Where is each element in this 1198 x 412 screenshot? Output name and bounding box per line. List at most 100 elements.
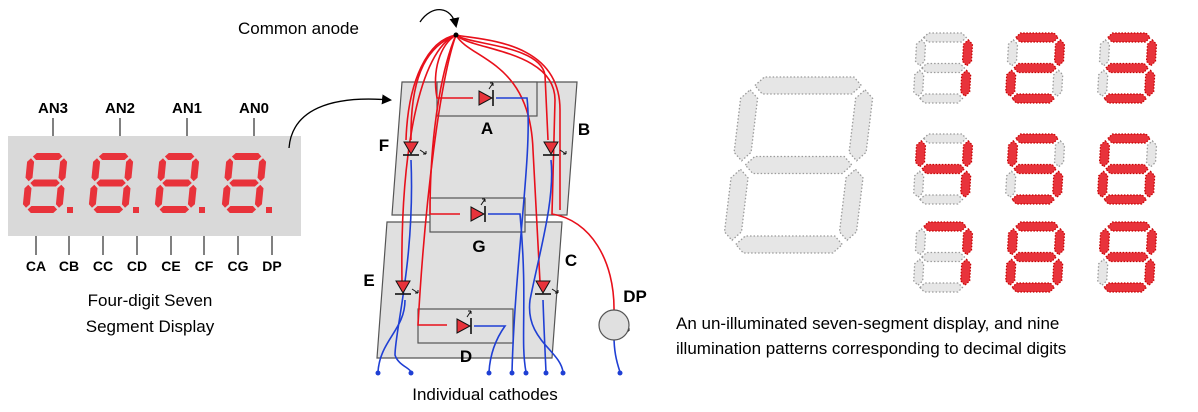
digit-segment-c xyxy=(55,184,65,208)
pattern-segment-a xyxy=(922,133,968,144)
pattern-segment-a xyxy=(1014,221,1060,232)
anode-label-an3: AN3 xyxy=(38,100,68,117)
digit-segment-f xyxy=(157,158,167,182)
pattern-segment-a xyxy=(1106,133,1152,144)
unlit-segment-c xyxy=(838,168,864,242)
pattern-segment-e xyxy=(1097,69,1109,98)
digit-pattern-9 xyxy=(1097,221,1158,293)
segment-label-d: D xyxy=(460,347,472,366)
pattern-segment-c xyxy=(960,258,972,287)
pattern-segment-d xyxy=(919,93,964,104)
digit-segment-f xyxy=(25,158,35,182)
dp-led-circle xyxy=(598,309,630,341)
pattern-segment-e xyxy=(1005,258,1017,287)
pattern-segment-a xyxy=(1014,133,1060,144)
digit-segment-e xyxy=(154,184,164,208)
pattern-segment-c xyxy=(960,170,972,199)
digit-segment-e xyxy=(221,184,231,208)
segment-label-a: A xyxy=(481,119,493,138)
pattern-segment-g xyxy=(1104,251,1150,263)
cathode-label-cf: CF xyxy=(195,258,214,274)
cathodes-label: Individual cathodes xyxy=(412,385,558,404)
digit-segment-c xyxy=(254,184,264,208)
pattern-segment-f xyxy=(1006,227,1019,256)
digit-segment-e xyxy=(22,184,32,208)
cathode-label-cd: CD xyxy=(127,258,147,274)
decimal-point xyxy=(266,207,272,213)
pattern-segment-a xyxy=(1106,32,1152,43)
pattern-segment-c xyxy=(1144,170,1156,199)
cathode-label-cc: CC xyxy=(93,258,113,274)
patterns-caption-line1: An un-illuminated seven-segment display,… xyxy=(676,314,1059,333)
cathode-terminal-7 xyxy=(560,370,566,376)
anode-label-an2: AN2 xyxy=(105,100,135,117)
cathode-label-dp: DP xyxy=(262,258,281,274)
pattern-segment-b xyxy=(961,38,974,67)
pattern-segment-e xyxy=(1097,258,1109,287)
unlit-display xyxy=(723,76,874,254)
display-caption-line2: Segment Display xyxy=(86,317,215,336)
digit-segment-f xyxy=(91,158,101,182)
pattern-segment-d xyxy=(1103,282,1148,293)
cathode-wires xyxy=(377,97,621,373)
cathode-terminals xyxy=(375,32,623,376)
pattern-segment-f xyxy=(914,38,927,67)
pattern-segment-c xyxy=(1052,258,1064,287)
digit-segment-c xyxy=(187,184,197,208)
led-symbols xyxy=(395,82,630,334)
pattern-segment-b xyxy=(1053,227,1066,256)
segment-label-b: B xyxy=(578,120,590,139)
digit-pattern-2 xyxy=(1005,32,1066,104)
pattern-segment-f xyxy=(1006,139,1019,168)
pattern-segment-d xyxy=(1011,282,1056,293)
cathode-terminal-8 xyxy=(617,370,623,376)
digit-pattern-6 xyxy=(1097,133,1158,205)
pattern-segment-c xyxy=(1144,69,1156,98)
cathode-terminal-6 xyxy=(543,370,549,376)
pattern-segment-g xyxy=(920,62,966,74)
digit-pattern-grid xyxy=(913,32,1158,293)
cathode-terminal-1 xyxy=(375,370,381,376)
digit-pattern-7 xyxy=(913,221,974,293)
pattern-segment-d xyxy=(1011,93,1056,104)
pattern-segment-d xyxy=(1103,93,1148,104)
cathode-terminal-2 xyxy=(408,370,414,376)
digit-segment-b xyxy=(257,158,267,182)
segment-circuit: Common anode xyxy=(238,9,647,404)
led-d xyxy=(456,310,472,334)
pattern-segment-e xyxy=(913,69,925,98)
patterns-caption-line2: illumination patterns corresponding to d… xyxy=(676,339,1066,358)
pattern-segment-d xyxy=(919,282,964,293)
digit-segment-d xyxy=(159,206,190,213)
pattern-segment-b xyxy=(1053,38,1066,67)
unlit-segment-d xyxy=(734,235,844,254)
digit-pattern-8 xyxy=(1005,221,1066,293)
digit-segment-b xyxy=(124,158,134,182)
digit-segment-d xyxy=(27,206,58,213)
display-digit-1 xyxy=(22,153,73,213)
cathode-pins xyxy=(35,236,273,255)
pattern-segment-g xyxy=(1104,163,1150,175)
pattern-segment-a xyxy=(922,221,968,232)
display-digit-3 xyxy=(154,153,205,213)
digit-segment-c xyxy=(121,184,131,208)
pattern-segment-d xyxy=(1103,194,1148,205)
display-caption-line1: Four-digit Seven xyxy=(88,291,213,310)
decimal-point xyxy=(133,207,139,213)
pattern-segment-b xyxy=(961,227,974,256)
digit-pattern-5 xyxy=(1005,133,1066,205)
common-anode-arrow xyxy=(419,9,460,28)
pattern-segment-e xyxy=(1097,170,1109,199)
pattern-segment-d xyxy=(1011,194,1056,205)
led-e xyxy=(395,280,419,295)
cathode-terminal-3 xyxy=(486,370,492,376)
digit-pattern-4 xyxy=(913,133,974,205)
unlit-segment-a xyxy=(753,76,863,95)
segment-label-g: G xyxy=(472,237,485,256)
digit-segment-b xyxy=(190,158,200,182)
led-b xyxy=(543,141,567,156)
led-g xyxy=(470,198,486,222)
unlit-segment-b xyxy=(848,88,874,162)
pattern-segment-c xyxy=(960,69,972,98)
